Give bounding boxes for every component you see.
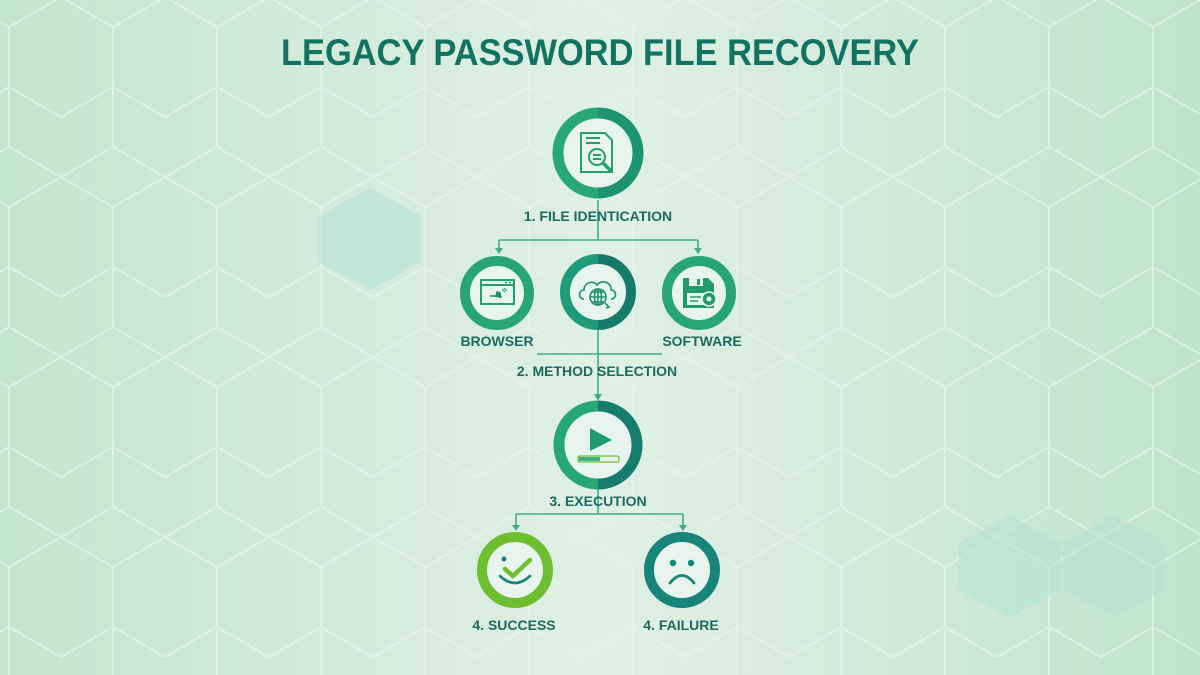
software-node bbox=[662, 256, 736, 330]
step-label-method-selection: 2. METHOD SELECTION bbox=[516, 363, 678, 379]
step-label-execution: 3. EXECUTION bbox=[549, 493, 647, 509]
failure-node bbox=[644, 532, 720, 608]
step-label-file-identification: 1. FILE IDENTICATION bbox=[523, 208, 673, 224]
highlight-hexagon bbox=[959, 515, 1061, 617]
execution-node bbox=[553, 400, 643, 490]
success-node bbox=[477, 532, 553, 608]
file-identification-node bbox=[552, 107, 644, 199]
browser-node bbox=[460, 256, 534, 330]
smile-check-icon bbox=[498, 556, 533, 585]
browser-window-icon bbox=[480, 279, 515, 305]
cloud-globe-icon bbox=[578, 281, 617, 309]
arrowheads bbox=[495, 248, 702, 531]
cloud-network-node bbox=[560, 254, 636, 330]
outcome-label-success: 4. SUCCESS bbox=[472, 617, 556, 633]
page-title: LEGACY PASSWORD FILE RECOVERY bbox=[281, 32, 919, 73]
document-search-icon bbox=[580, 132, 613, 173]
highlight-hexagon bbox=[1063, 515, 1165, 617]
option-label-browser: BROWSER bbox=[460, 333, 534, 349]
connector-lines bbox=[498, 200, 699, 527]
outcome-label-failure: 4. FAILURE bbox=[643, 617, 719, 633]
play-progress-icon bbox=[577, 428, 620, 463]
floppy-gear-icon bbox=[683, 278, 717, 308]
highlight-hexagon bbox=[319, 188, 421, 290]
option-label-software: SOFTWARE bbox=[662, 333, 742, 349]
sad-face-icon bbox=[668, 559, 696, 585]
